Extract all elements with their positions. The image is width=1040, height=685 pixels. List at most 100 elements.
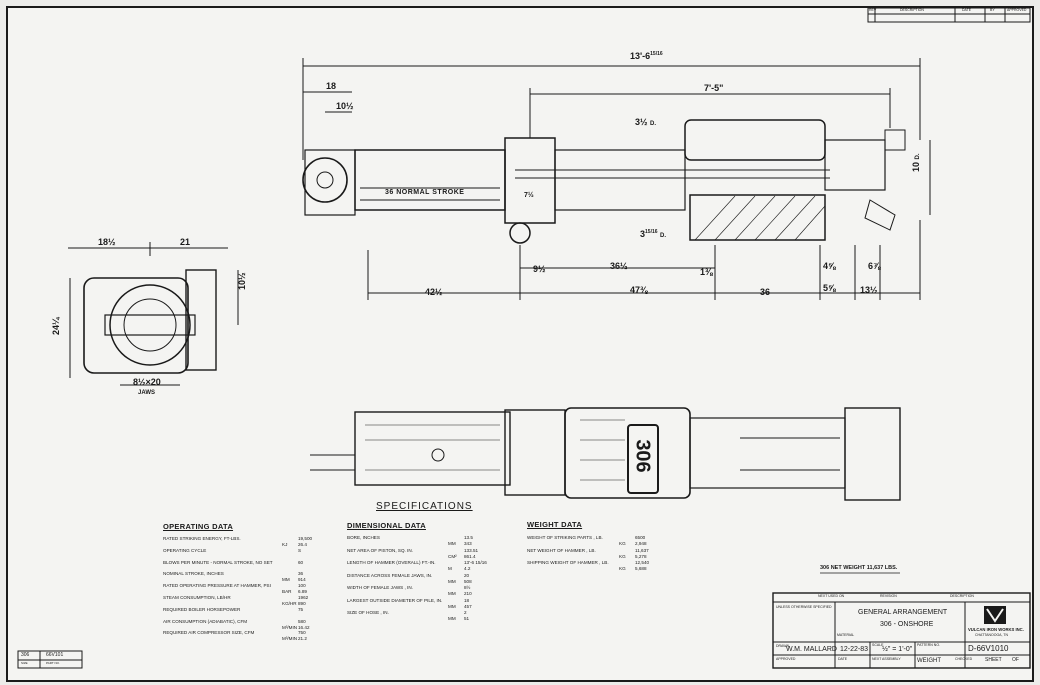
spec-unit: MM [282,577,290,583]
spec-unit: BAR [282,589,292,595]
dim-9half: 9½ [533,264,546,274]
dim-5-5-8: 5⅝ [823,283,836,293]
normal-stroke-label: 36 NORMAL STROKE [385,189,465,196]
weight-data-title: WEIGHT DATA [527,520,583,529]
spec-label: LENGTH OF HAMMER (OVERALL) FT.-IN. [347,560,436,565]
spec-value-metric: 861.4 [464,553,476,559]
spec-value: 60 [298,559,304,565]
spec-value-metric: 343 [464,541,472,546]
spec-unit: MM [448,603,456,609]
spec-label: REQUIRED BOILER HORSEPOWER [163,606,241,612]
spec-unit: MM [448,616,456,621]
dim-7half: 7½ [524,192,534,199]
spec-value-metric: 210 [464,591,472,596]
spec-unit: KG/HR [282,601,297,606]
spec-label: REQUIRED AIR COMPRESSOR SIZE, CFM [163,630,255,636]
spec-value: 1962 [298,595,309,600]
tb-next-assy-label: NEXT ASSEMBLY [872,657,901,661]
rev-header-by: BY [990,8,995,12]
dim-10half: 10½ [336,101,354,111]
dim-21: 21 [180,237,191,247]
company-logo-icon [984,606,1006,624]
tb-date: 12-22-83 [840,646,869,653]
dim-jaw-size: 8½×20 [133,377,161,387]
tb-sheet-label: SHEET [985,657,1002,663]
jaws-label: JAWS [138,390,156,396]
spec-unit: KG [619,541,626,546]
spec-value-metric: 21.2 [298,636,307,642]
spec-row: RATED OPERATING PRESSURE AT HAMMER, PSI 1… [163,583,328,594]
spec-value: 750 [298,630,306,636]
corner-sub1: SIZE [21,661,28,665]
tb-title-line2: 306 - ONSHORE [880,621,934,628]
tb-date-label: DATE [838,657,848,661]
dim-3half-d: 3½ D. [635,117,657,128]
dim-overall-length: 13'-615/16 [630,51,663,61]
spec-value-metric: 890 [298,601,306,606]
hammer-model-mark: 306 [631,439,654,473]
specifications-title: SPECIFICATIONS [376,501,473,512]
spec-row: LENGTH OF HAMMER (OVERALL) FT.-IN.13'-6 … [347,560,494,570]
dim-36half: 36½ [610,261,628,271]
spec-value-metric: 4.2 [464,566,471,571]
spec-value: S [298,547,302,553]
rev-header-rev: REV [869,8,877,12]
spec-value-metric: 16.42 [298,624,310,630]
tb-company-line2: CHATTANOOGA, TN [975,633,1009,637]
rev-header-description: DESCRIPTION [900,8,924,12]
spec-label: BORE, INCHES [347,535,380,540]
dim-24: 24¼ [51,317,61,335]
drawing-sheet [6,6,1034,682]
operating-data-title: OPERATING DATA [163,522,234,531]
tb-drawing-no: D-66V1010 [968,644,1009,653]
spec-unit: MM [448,541,456,546]
tb-notes: UNLESS OTHERWISE SPECIFIED [776,605,832,609]
spec-value: 18 [464,597,470,603]
tb-scale-label: SCALE [872,643,884,647]
spec-value-metric: 2,948 [635,541,647,546]
spec-label: SHIPPING WEIGHT OF HAMMER , LB. [527,560,609,565]
spec-row: BLOWS PER MINUTE - NORMAL STROKE, NO SET… [163,559,328,566]
net-weight-note: 306 NET WEIGHT 11,637 LBS. [820,565,898,571]
spec-unit: MM [448,591,456,596]
dim-36: 36 [760,287,771,297]
spec-value: 19,500 [298,536,313,541]
spec-unit: CM² [448,553,457,559]
dim-3-15-16-d: 315/16 D. [640,229,667,240]
tb-material-label: MATERIAL [837,633,855,637]
spec-unit: M [448,566,452,571]
spec-value: 6500 [635,535,646,540]
spec-value-metric: 6.89 [298,589,307,595]
spec-label: STEAM CONSUMPTION, LB/HR [163,595,231,600]
spec-label: DISTANCE ACROSS FEMALE JAWS, IN. [347,572,433,578]
spec-value-metric: 914 [298,577,306,583]
spec-label: RATED STRIKING ENERGY, FT-LBS. [163,536,241,541]
tb-drawn-label: DRAWN [776,644,790,648]
spec-value-metric: 5,278 [635,553,647,559]
tb-weight-label: WEIGHT [917,658,941,664]
spec-value-metric: 5,688 [635,566,647,571]
tb-title-line1: GENERAL ARRANGEMENT [858,609,948,616]
spec-value: 20 [464,572,470,578]
dim-18half: 18½ [98,237,116,247]
spec-value: 11,637 [635,547,649,553]
spec-label: RATED OPERATING PRESSURE AT HAMMER, PSI [163,583,271,589]
tb-desc-label: DESCRIPTION [950,594,974,598]
spec-value-metric: 51 [464,616,470,621]
tb-drawn-by: W.M. MALLARD [786,646,837,653]
spec-value: 13.5 [464,535,473,540]
dim-42half: 42½ [425,287,443,297]
spec-label: SIZE OF HOSE , IN. [347,610,389,615]
corner-code: 66V101 [46,652,64,658]
rev-header-date: DATE [962,8,972,12]
spec-value: 100 [298,583,306,589]
tb-pattern-label: PATTERN NO. [917,643,941,647]
dim-4-5-8: 4⅝ [823,261,836,271]
tb-next-used: NEXT USED ON [818,594,845,598]
